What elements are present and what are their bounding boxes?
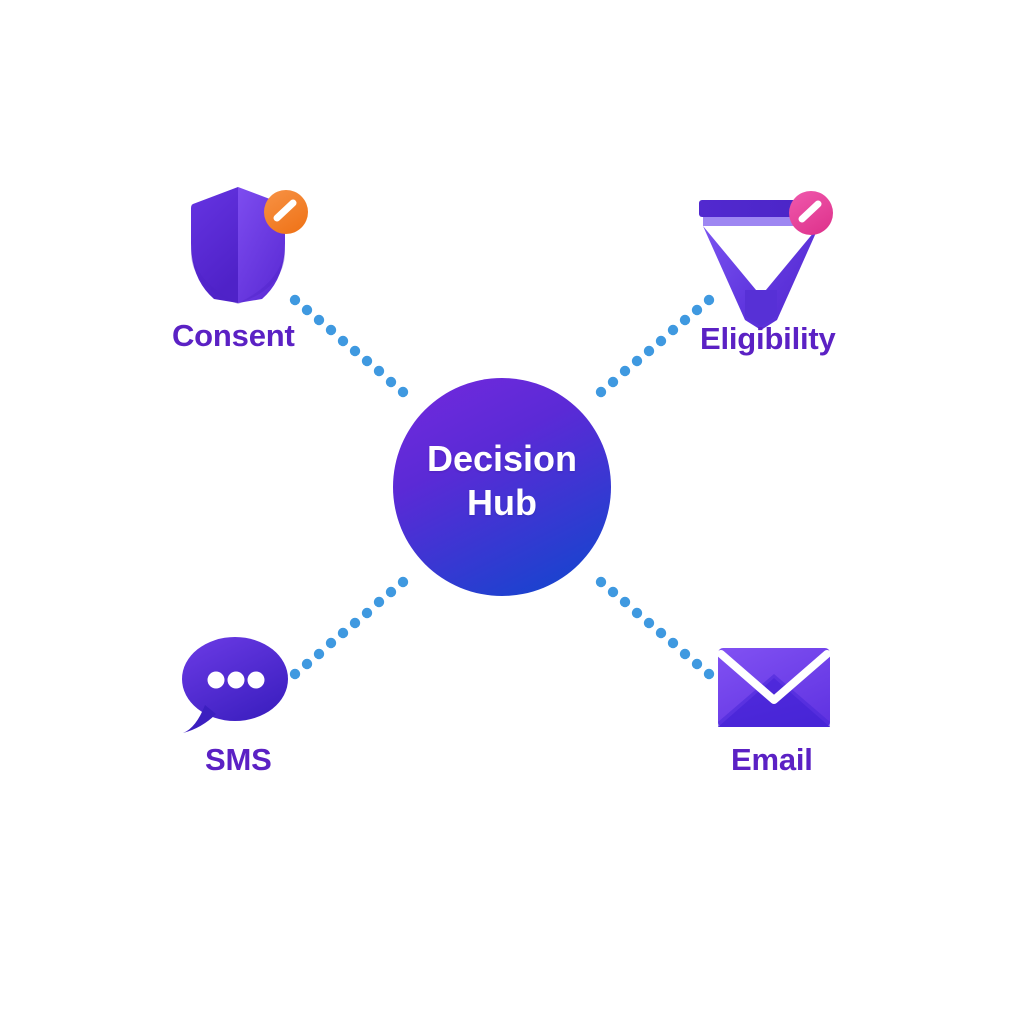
chat-bubble-icon[interactable] bbox=[182, 637, 288, 733]
node-label-consent: Consent bbox=[172, 318, 295, 353]
hub-circle[interactable] bbox=[393, 378, 611, 596]
connector-email-to-hub bbox=[595, 576, 715, 680]
shield-icon[interactable] bbox=[191, 187, 285, 304]
funnel-icon[interactable] bbox=[699, 200, 823, 330]
node-label-email: Email bbox=[731, 742, 813, 777]
shield-check-badge-icon bbox=[264, 190, 308, 234]
hub-label-line2: Hub bbox=[467, 482, 537, 523]
hub-label: Decision Hub bbox=[394, 437, 610, 525]
connector-sms-to-hub bbox=[289, 576, 409, 680]
node-label-sms: SMS bbox=[205, 742, 272, 777]
connector-eligibility-to-hub bbox=[595, 294, 715, 398]
bubble-dot-1 bbox=[207, 671, 225, 689]
node-label-eligibility: Eligibility bbox=[700, 321, 836, 356]
funnel-check-badge-icon bbox=[789, 191, 833, 235]
bubble-dot-2 bbox=[227, 671, 245, 689]
hub-label-line1: Decision bbox=[426, 438, 578, 479]
connector-consent-to-hub bbox=[289, 294, 409, 398]
envelope-icon[interactable] bbox=[717, 648, 831, 727]
bubble-dot-3 bbox=[247, 671, 265, 689]
